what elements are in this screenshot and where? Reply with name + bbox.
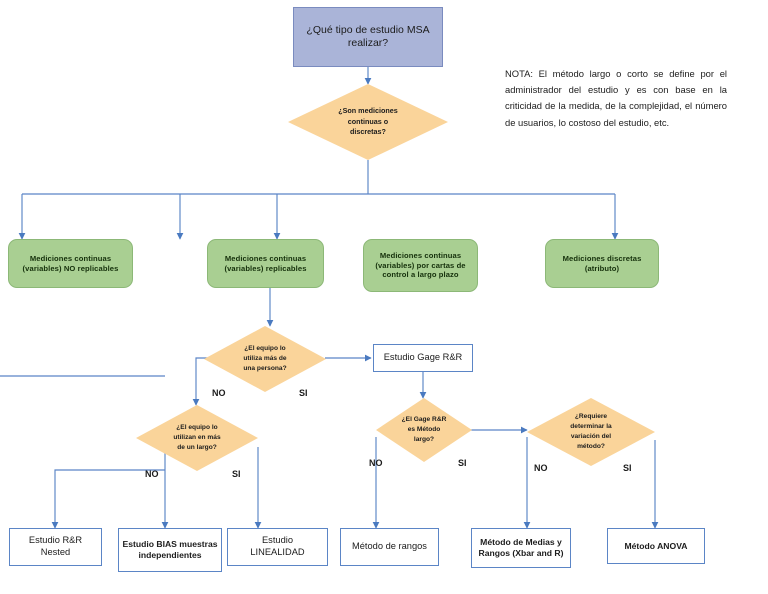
result-estudio-bias-muestras-label: Estudio BIAS muestras independientes bbox=[122, 539, 218, 560]
start-node[interactable]: ¿Qué tipo de estudio MSA realizar? bbox=[293, 7, 443, 67]
branch-label-d4-no: NO bbox=[369, 458, 383, 468]
category-continuas-replicables-label: Mediciones continuas (variables) replica… bbox=[224, 254, 307, 273]
branch-label-d4-si: SI bbox=[458, 458, 467, 468]
start-node-label: ¿Qué tipo de estudio MSA realizar? bbox=[306, 23, 430, 49]
decision-mas-de-una-persona[interactable]: ¿El equipo lo utiliza más de una persona… bbox=[204, 326, 326, 392]
category-cartas-control[interactable]: Mediciones continuas (variables) por car… bbox=[363, 239, 478, 292]
result-estudio-linealidad-label: Estudio LINEALIDAD bbox=[250, 535, 305, 557]
decision-mas-de-un-largo-label: ¿El equipo lo utilizan en más de un larg… bbox=[173, 424, 221, 451]
category-continuas-no-replicables-label: Mediciones continuas (variables) NO repl… bbox=[22, 254, 119, 273]
branch-label-d2-si: SI bbox=[299, 388, 308, 398]
process-estudio-gage-rr[interactable]: Estudio Gage R&R bbox=[373, 344, 473, 372]
result-estudio-linealidad[interactable]: Estudio LINEALIDAD bbox=[227, 528, 328, 566]
category-cartas-control-label: Mediciones continuas (variables) por car… bbox=[375, 251, 466, 280]
result-estudio-rr-nested-label: Estudio R&R Nested bbox=[28, 535, 83, 557]
result-metodo-anova[interactable]: Método ANOVA bbox=[607, 528, 705, 564]
branch-label-d5-si: SI bbox=[623, 463, 632, 473]
result-metodo-de-rangos[interactable]: Método de rangos bbox=[340, 528, 439, 566]
decision-requiere-variacion-metodo-label: ¿Requiere determinar la variación del mé… bbox=[570, 413, 612, 450]
branch-label-d5-no: NO bbox=[534, 463, 548, 473]
edge-d3-no-to-r1 bbox=[51, 469, 165, 529]
category-continuas-replicables[interactable]: Mediciones continuas (variables) replica… bbox=[207, 239, 324, 288]
branch-label-d3-si: SI bbox=[232, 469, 241, 479]
branch-label-d2-no: NO bbox=[212, 388, 226, 398]
result-metodo-medias-rangos[interactable]: Método de Medias y Rangos (Xbar and R) bbox=[471, 528, 571, 568]
decision-mas-de-un-largo[interactable]: ¿El equipo lo utilizan en más de un larg… bbox=[136, 405, 258, 471]
decision-gage-metodo-largo-label: ¿El Gage R&R es Método largo? bbox=[401, 416, 447, 443]
category-discretas-atributo-label: Mediciones discretas (atributo) bbox=[562, 254, 642, 273]
note-text: NOTA: El método largo o corto se define … bbox=[505, 68, 727, 128]
result-metodo-medias-rangos-label: Método de Medias y Rangos (Xbar and R) bbox=[478, 537, 564, 558]
category-discretas-atributo[interactable]: Mediciones discretas (atributo) bbox=[545, 239, 659, 288]
decision-tipo-medicion[interactable]: ¿Son mediciones continuas o discretas? bbox=[288, 84, 448, 160]
decision-requiere-variacion-metodo[interactable]: ¿Requiere determinar la variación del mé… bbox=[527, 398, 655, 466]
category-continuas-no-replicables[interactable]: Mediciones continuas (variables) NO repl… bbox=[8, 239, 133, 288]
decision-gage-metodo-largo[interactable]: ¿El Gage R&R es Método largo? bbox=[376, 398, 472, 462]
decision-tipo-medicion-label: ¿Son mediciones continuas o discretas? bbox=[338, 105, 398, 137]
result-metodo-de-rangos-label: Método de rangos bbox=[352, 541, 427, 552]
result-metodo-anova-label: Método ANOVA bbox=[624, 540, 688, 551]
process-estudio-gage-rr-label: Estudio Gage R&R bbox=[383, 352, 463, 363]
branch-label-d3-no: NO bbox=[145, 469, 159, 479]
decision-mas-de-una-persona-label: ¿El equipo lo utiliza más de una persona… bbox=[243, 345, 287, 372]
result-estudio-rr-nested[interactable]: Estudio R&R Nested bbox=[9, 528, 102, 566]
result-estudio-bias-muestras[interactable]: Estudio BIAS muestras independientes bbox=[118, 528, 222, 572]
